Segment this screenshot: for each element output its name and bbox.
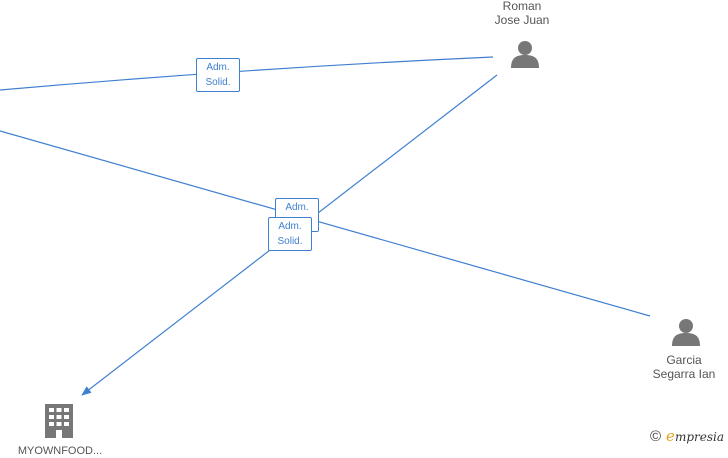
node-label-company[interactable]: MYOWNFOOD... [10,444,110,458]
edge-label-adm-solid[interactable]: Adm. Solid. [268,217,312,251]
person-icon [511,41,539,68]
node-label-roman[interactable]: Roman Jose Juan [482,0,562,27]
node-label-line: Jose Juan [494,13,550,27]
edge-label-line: Adm. [206,62,230,73]
edge-label-adm-solid[interactable]: Adm. Solid. [196,58,240,92]
node-label-line: MYOWNFOOD... [17,445,103,457]
edge-left-to-garcia [0,130,651,317]
node-label-line: Segarra Ian [652,367,716,381]
node-label-line: Garcia [666,353,702,367]
brand-logo-e: e [666,427,675,445]
brand-footer: © empresia [650,427,724,445]
edge-label-line: Solid. [277,236,303,247]
copyright-icon: © [649,427,662,445]
brand-logo-text: mpresia [674,430,724,444]
edge-label-line: Adm. [285,202,309,213]
node-label-garcia[interactable]: Garcia Segarra Ian [644,353,724,381]
edge-roman-top-left [0,56,494,91]
node-label-line: Roman [502,0,542,13]
building-icon [45,404,73,438]
edge-label-line: Adm. [278,221,302,232]
person-icon [672,319,700,346]
brand-logo: empresia [666,427,724,445]
edge-label-line: Solid. [205,77,231,88]
